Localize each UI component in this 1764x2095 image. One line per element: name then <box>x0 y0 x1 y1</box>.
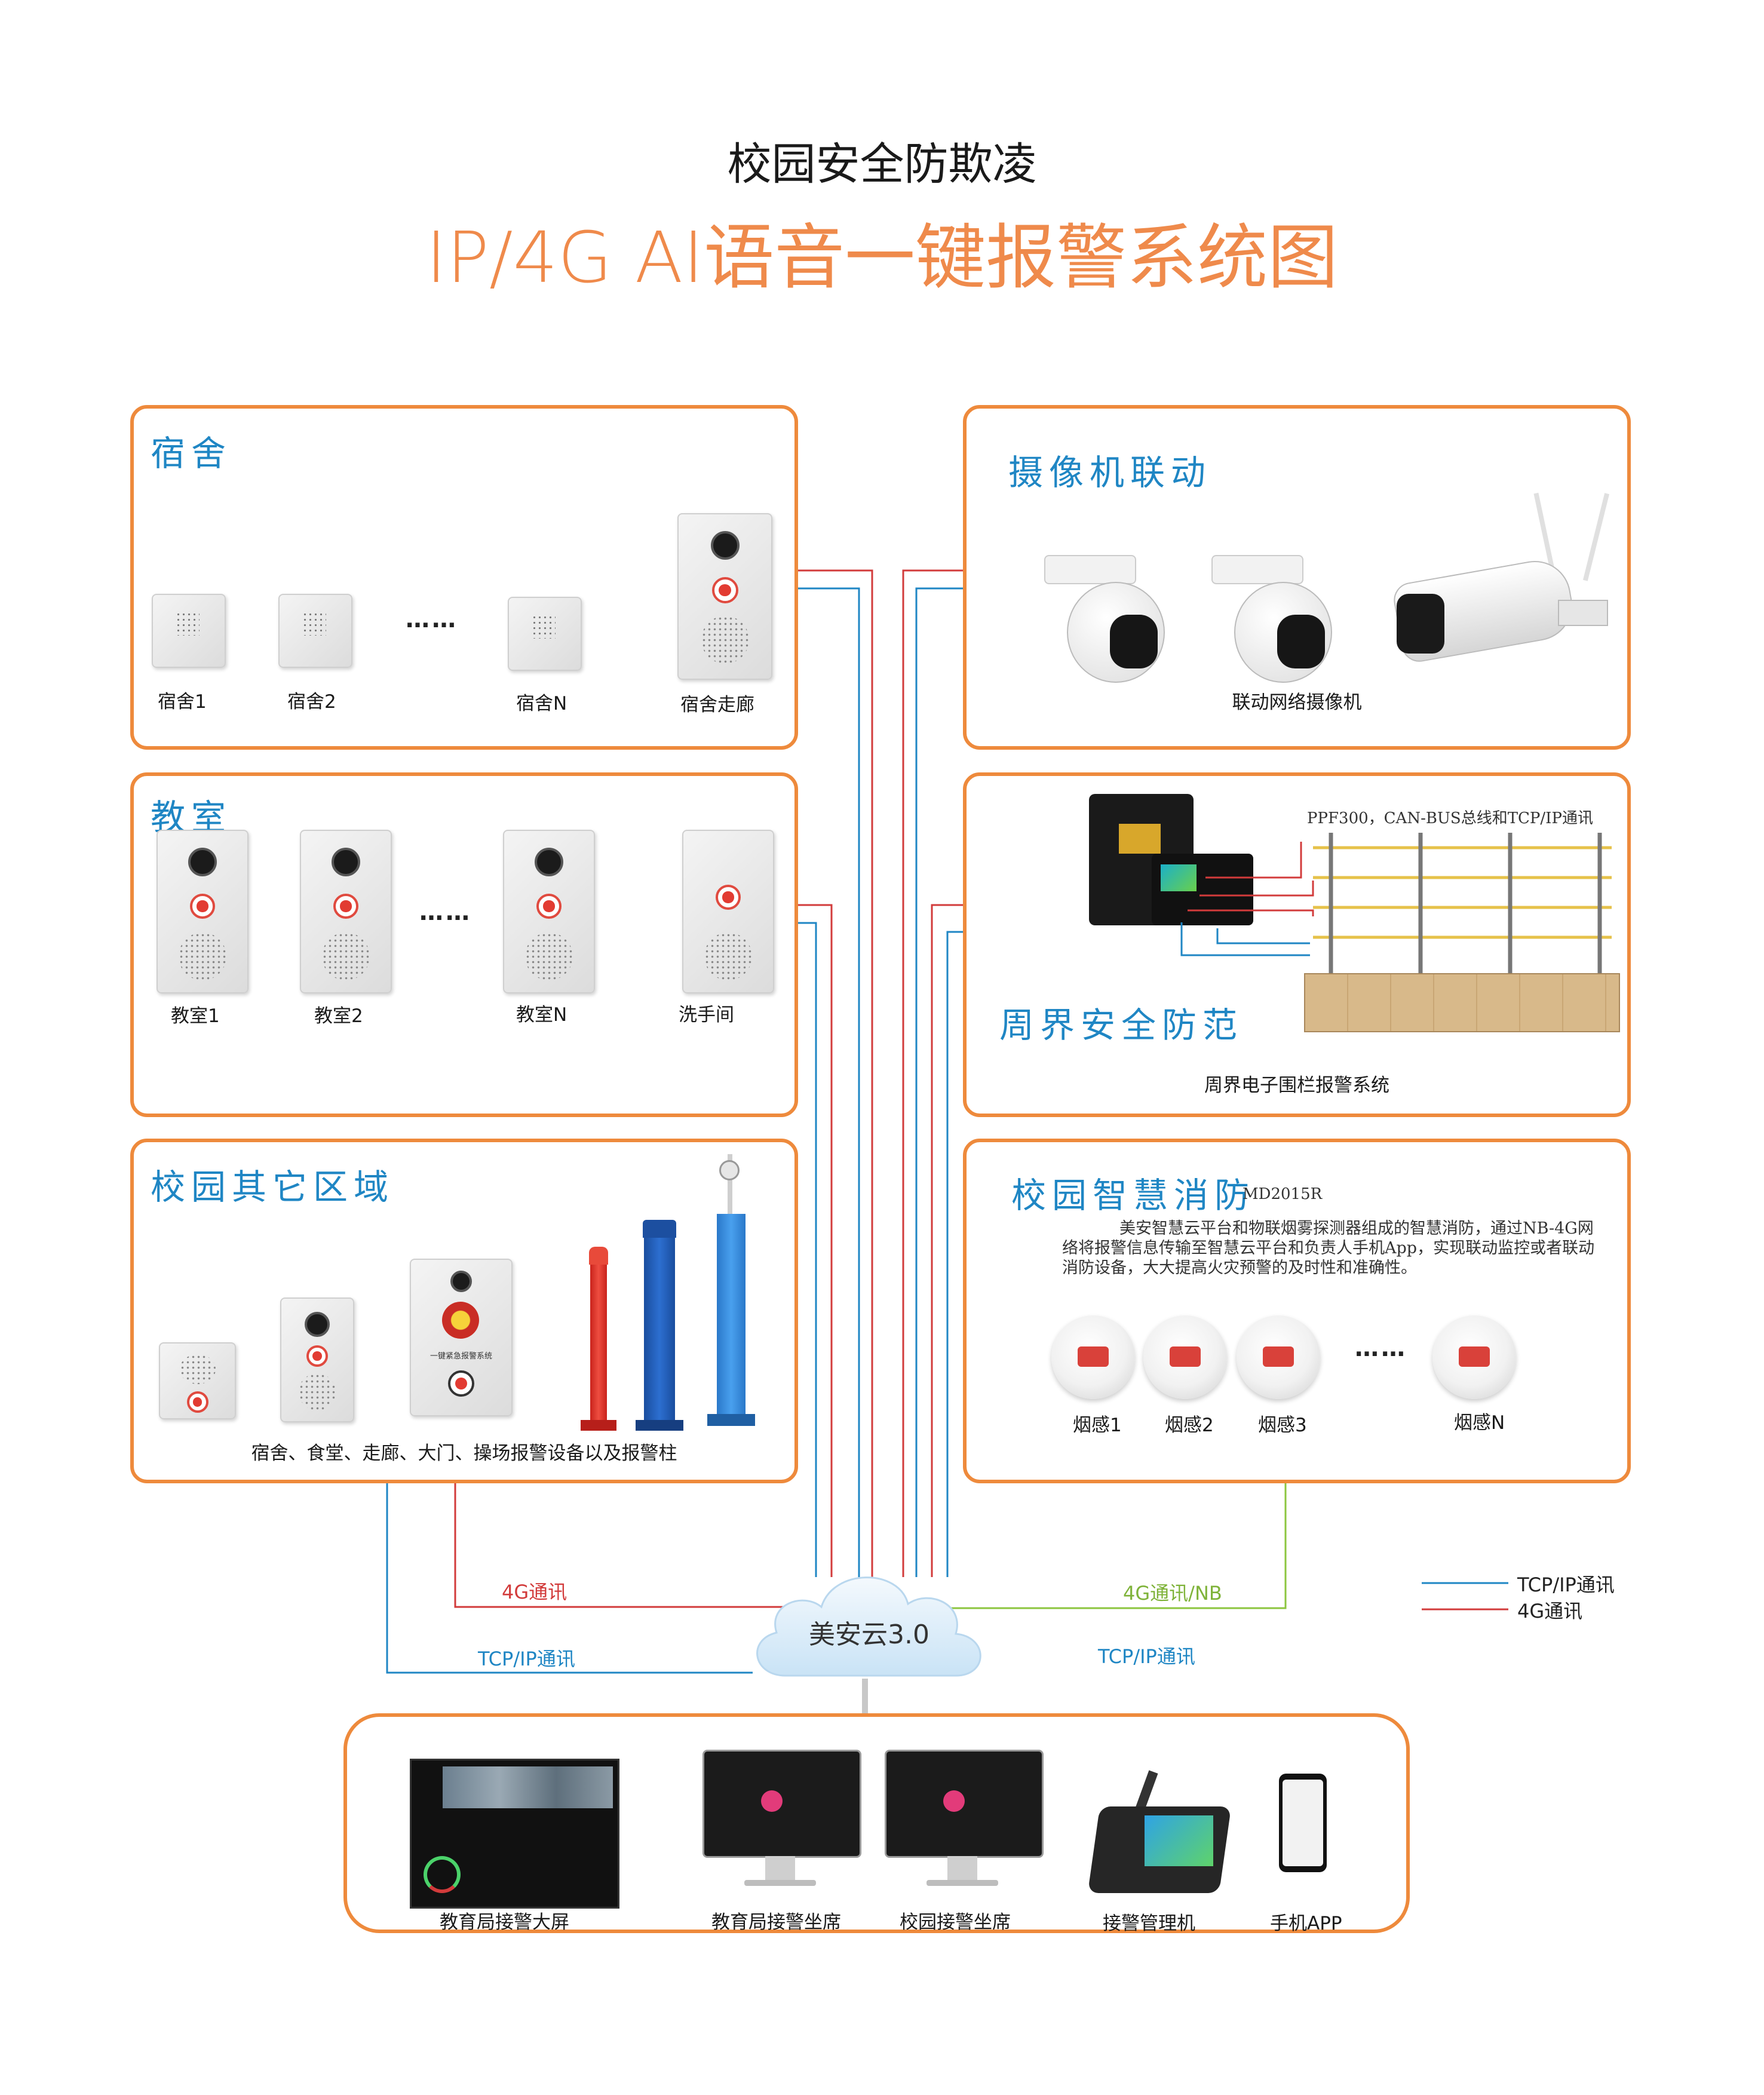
dorm-caption-n: 宿舍N <box>516 693 567 714</box>
classroom-ellipsis: …… <box>419 898 472 926</box>
dorm-caption-corridor: 宿舍走廊 <box>680 694 754 716</box>
fire-model: MD2015R <box>1243 1185 1323 1203</box>
cloud-icon <box>756 1576 981 1677</box>
smoke-caption-n: 烟感N <box>1454 1412 1505 1434</box>
emergency-alarm-box: 一键紧急报警系统 <box>410 1259 513 1416</box>
legend-tcp-label: TCP/IP通讯 <box>1517 1573 1615 1596</box>
legend-4g-label: 4G通讯 <box>1517 1600 1583 1622</box>
diagram-subtitle: IP/4G AI语音一键报警系统图 <box>425 216 1339 299</box>
classroom1-device <box>157 830 249 993</box>
classroom-caption-1: 教室1 <box>171 1005 220 1027</box>
classroom-caption-2: 教室2 <box>314 1005 363 1027</box>
dorm-ellipsis: …… <box>406 606 458 633</box>
fence-wiring <box>1180 833 1612 973</box>
fire-box: 校园智慧消防 MD2015R 美安智慧云平台和物联烟雾探测器组成的智慧消防，通过… <box>963 1139 1631 1483</box>
fence-wall <box>1304 973 1620 1032</box>
monitor-campus <box>885 1750 1044 1893</box>
terminal-caption-1: 教育局接警大屏 <box>440 1912 569 1933</box>
link-label-right-tcp: TCP/IP通讯 <box>1098 1645 1195 1668</box>
line-other-tcp <box>386 1481 753 1674</box>
line-dorm-4g <box>796 569 873 1577</box>
bullet-camera <box>1391 492 1618 677</box>
smoke-caption-3: 烟感3 <box>1258 1415 1307 1436</box>
perimeter-note: PPF300，CAN-BUS总线和TCP/IP通讯 <box>1307 809 1593 827</box>
terminal-caption-5: 手机APP <box>1270 1913 1342 1934</box>
dorm-caption-1: 宿舍1 <box>158 691 207 713</box>
line-fire-green <box>932 1481 1287 1609</box>
police-emblem-icon <box>442 1302 479 1339</box>
dorm1-device <box>152 594 226 668</box>
other-areas-box: 校园其它区域 一键紧急报警系统 宿舍、食堂、走廊、大门、操场报警设备以及报警柱 <box>130 1139 798 1483</box>
classroom-box: 教室 …… 教室1 教室2 教室N 洗手间 <box>130 772 798 1117</box>
dorm-caption-2: 宿舍2 <box>287 691 336 713</box>
fire-ellipsis: …… <box>1355 1335 1407 1362</box>
link-label-left-tcp: TCP/IP通讯 <box>478 1648 575 1670</box>
terminals-box: 教育局接警大屏 教育局接警坐席 校园接警坐席 接警管理机 手机APP <box>343 1713 1410 1934</box>
smoke-caption-1: 烟感1 <box>1073 1415 1122 1436</box>
fire-description: 美安智慧云平台和物联烟雾探测器组成的智慧消防，通过NB-4G网络将报警信息传输至… <box>1062 1219 1595 1277</box>
other-areas-title: 校园其它区域 <box>151 1167 395 1207</box>
perimeter-caption: 周界电子围栏报警系统 <box>1204 1075 1389 1096</box>
dome-camera-1 <box>1044 555 1165 683</box>
line-dorm-tcp <box>796 587 860 1577</box>
perimeter-title: 周界安全防范 <box>999 1005 1244 1045</box>
camera-title: 摄像机联动 <box>1008 452 1212 493</box>
line-perimeter-4g <box>931 904 965 1577</box>
washroom-device <box>682 830 774 993</box>
line-perimeter-tcp <box>946 931 965 1577</box>
dorm-corridor-device <box>677 513 772 680</box>
dorm2-device <box>278 594 352 668</box>
dome-camera-2 <box>1211 555 1332 683</box>
alarm-manager-phone <box>1087 1770 1232 1896</box>
smoke-detector-2 <box>1143 1315 1227 1399</box>
classroom-caption-washroom: 洗手间 <box>679 1004 734 1026</box>
line-camera-tcp <box>915 587 965 1577</box>
camera-alarm-pillar <box>695 1142 767 1432</box>
classroom2-device <box>300 830 392 993</box>
alarm-box-label: 一键紧急报警系统 <box>430 1352 492 1361</box>
smoke-detector-1 <box>1051 1315 1135 1399</box>
blue-alarm-pillar <box>636 1220 683 1432</box>
camera-box: 摄像机联动 联动网络摄像机 <box>963 405 1631 750</box>
classroomN-device <box>503 830 595 993</box>
smoke-detector-3 <box>1237 1315 1320 1399</box>
camera-caption: 联动网络摄像机 <box>1232 692 1362 713</box>
dormitory-box: 宿舍 …… 宿舍1 宿舍2 宿舍N 宿舍走廊 <box>130 405 798 750</box>
classroom-caption-n: 教室N <box>516 1004 567 1026</box>
diagram-title: 校园安全防欺凌 <box>727 139 1037 190</box>
line-class-4g <box>796 904 833 1577</box>
red-alarm-pillar <box>581 1247 616 1432</box>
fire-title: 校园智慧消防 <box>1011 1175 1256 1216</box>
terminal-caption-2: 教育局接警坐席 <box>711 1912 841 1933</box>
big-screen-device <box>410 1759 619 1909</box>
link-label-left-4g: 4G通讯 <box>502 1581 567 1603</box>
terminal-caption-4: 接警管理机 <box>1103 1913 1195 1934</box>
link-label-right-4g-nb: 4G通讯/NB <box>1123 1582 1222 1605</box>
line-other-4g <box>454 1481 800 1608</box>
mobile-phone-device <box>1279 1774 1327 1872</box>
corridor-panel-device <box>280 1298 354 1422</box>
dormitory-title: 宿舍 <box>151 433 232 474</box>
fence-keypad <box>1152 854 1253 925</box>
metal-panel-device <box>159 1342 236 1419</box>
cloud-label: 美安云3.0 <box>809 1619 929 1650</box>
terminal-caption-3: 校园接警坐席 <box>900 1912 1011 1933</box>
monitor-education <box>702 1750 861 1893</box>
perimeter-box: 周界安全防范 PPF300，CAN-BUS总线和TCP/IP通讯 周界电子围 <box>963 772 1631 1117</box>
line-class-tcp <box>796 922 817 1577</box>
dormN-device <box>508 597 582 671</box>
smoke-caption-2: 烟感2 <box>1165 1415 1214 1436</box>
line-camera-4g <box>902 569 965 1577</box>
smoke-detector-n <box>1432 1315 1516 1399</box>
other-areas-caption: 宿舍、食堂、走廊、大门、操场报警设备以及报警柱 <box>251 1443 677 1464</box>
